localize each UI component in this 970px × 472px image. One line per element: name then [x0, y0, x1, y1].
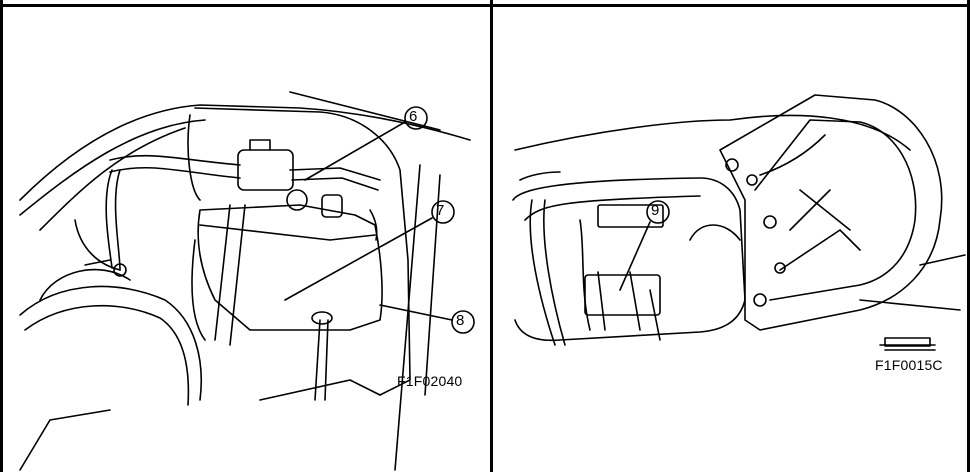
- illustration-panel-right: [490, 7, 970, 472]
- callout-6: 6: [409, 108, 418, 125]
- frame-edge: [490, 0, 493, 7]
- illustration-panel-left: [0, 7, 491, 472]
- figure-code-right: F1F0015C: [875, 357, 943, 373]
- callout-9: 9: [651, 202, 660, 219]
- figure-code-left: F1F02040: [397, 373, 463, 389]
- callout-8: 8: [456, 312, 465, 329]
- callout-7: 7: [436, 202, 445, 219]
- frame-top-rule: [0, 4, 970, 7]
- frame-edge: [967, 0, 970, 7]
- frame-edge: [0, 0, 3, 7]
